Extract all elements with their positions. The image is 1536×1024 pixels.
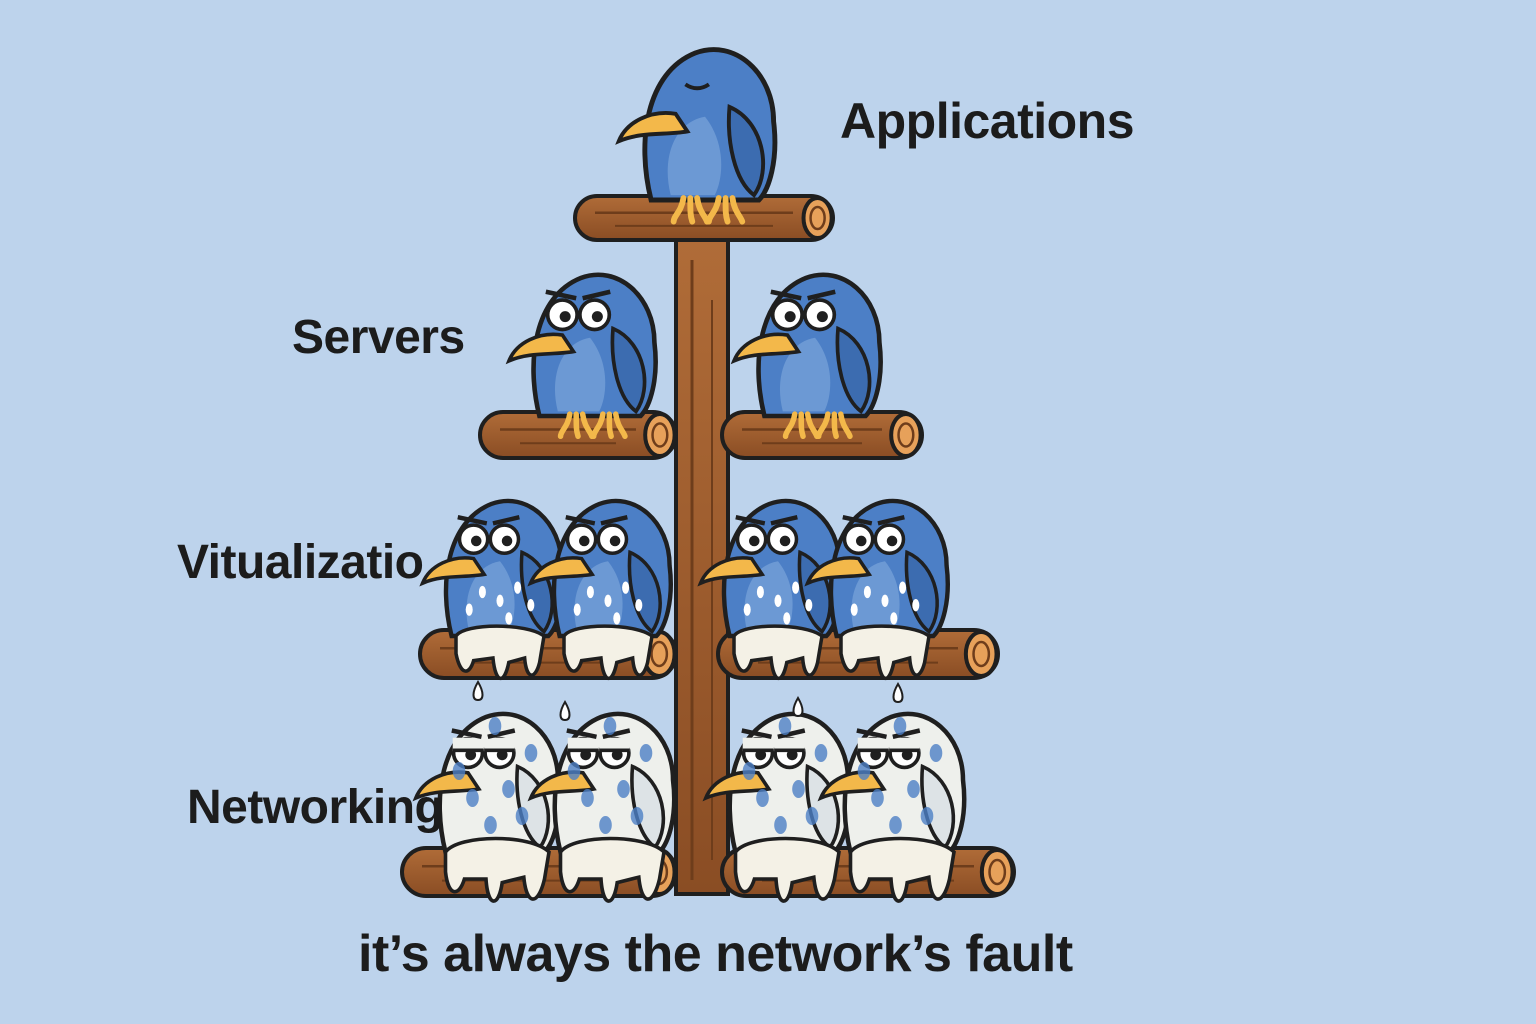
bird — [527, 711, 677, 903]
bird — [697, 498, 843, 681]
drip — [792, 696, 804, 718]
label-servers: Servers — [292, 311, 465, 364]
label-applications: Applications — [840, 93, 1135, 149]
bird — [527, 498, 673, 681]
birds — [412, 47, 967, 903]
bird — [615, 47, 778, 225]
bird — [505, 272, 658, 440]
drip — [892, 682, 904, 704]
bird — [730, 272, 883, 440]
drip — [559, 700, 571, 722]
label-virtualization: Vitualizatio — [177, 536, 424, 589]
bird — [412, 711, 562, 903]
bird — [817, 711, 967, 903]
caption: it’s always the network’s fault — [358, 925, 1073, 983]
bird — [702, 711, 852, 903]
drip — [472, 680, 484, 702]
label-networking: Networking — [187, 781, 444, 834]
branch — [720, 410, 924, 460]
bird — [804, 498, 950, 681]
